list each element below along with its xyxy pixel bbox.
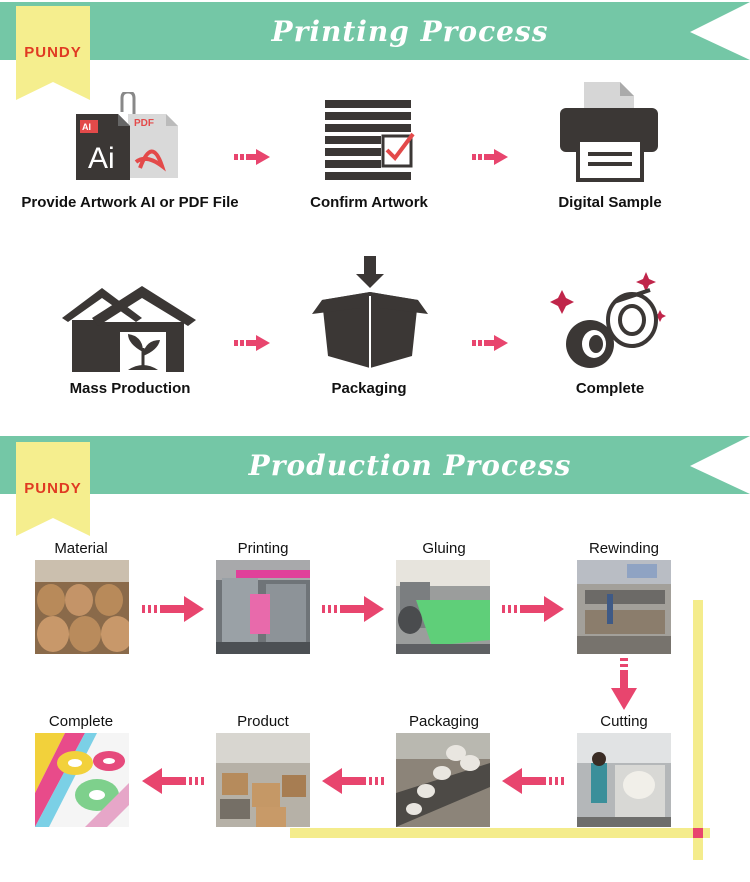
tape-rolls-icon: [550, 272, 670, 372]
right-arrow-icon: [472, 335, 510, 356]
down-arrow-icon: [611, 658, 637, 717]
printing-process-banner: Printing Process: [0, 2, 750, 62]
paper-rolls-photo: [35, 560, 129, 654]
prod-label-material: Material: [54, 540, 108, 557]
right-arrow-icon: [234, 335, 272, 356]
left-arrow-icon: [500, 768, 564, 799]
prod-label-product: Product: [237, 713, 289, 730]
right-arrow-icon: [142, 596, 206, 627]
step-label-confirm-artwork: Confirm Artwork: [310, 194, 428, 211]
box-icon: [312, 256, 428, 372]
yellow-track-horizontal: [290, 828, 710, 838]
ai-pdf-files-icon: PDF AI Ai: [70, 90, 180, 180]
banner-ribbon-shape: [0, 2, 750, 60]
production-process-title: Production Process: [248, 449, 572, 482]
pundy-logo: PUNDY: [24, 480, 82, 497]
step-label-digital-sample: Digital Sample: [558, 194, 662, 211]
right-arrow-icon: [322, 596, 386, 627]
pundy-logo-tag: PUNDY: [16, 442, 90, 536]
packaging-line-photo: [396, 733, 490, 827]
prod-label-packaging: Packaging: [408, 713, 480, 730]
prod-label-gluing: Gluing: [422, 540, 466, 557]
right-arrow-icon: [502, 596, 566, 627]
washi-tapes-photo: [35, 733, 129, 827]
step-label-mass-production: Mass Production: [69, 380, 191, 397]
ai-big-badge: Ai: [88, 142, 115, 175]
printing-machine-photo: [216, 560, 310, 654]
left-arrow-icon: [140, 768, 204, 799]
prod-label-rewinding: Rewinding: [588, 540, 660, 557]
cutting-machine-photo: [577, 733, 671, 827]
gluing-machine-photo: [396, 560, 490, 654]
production-process-banner: Production Process: [0, 436, 750, 496]
printer-icon: [560, 82, 660, 182]
banner-ribbon-shape: [0, 436, 750, 494]
pundy-logo: PUNDY: [24, 44, 82, 61]
checklist-icon: [325, 100, 415, 186]
step-label-complete: Complete: [575, 380, 645, 397]
left-arrow-icon: [320, 768, 384, 799]
pundy-logo-tag: PUNDY: [16, 6, 90, 100]
pdf-badge: PDF: [134, 118, 154, 129]
prod-label-printing: Printing: [237, 540, 289, 557]
product-boxes-photo: [216, 733, 310, 827]
right-arrow-icon: [234, 149, 272, 170]
factory-house-icon: [62, 284, 202, 374]
rewinding-machine-photo: [577, 560, 671, 654]
prod-label-complete: Complete: [48, 713, 114, 730]
printing-process-title: Printing Process: [271, 15, 549, 48]
ai-small-badge: AI: [82, 122, 91, 132]
track-junction-marker: [693, 828, 703, 838]
prod-label-cutting: Cutting: [600, 713, 648, 730]
step-label-packaging: Packaging: [331, 380, 407, 397]
yellow-track-vertical: [693, 600, 703, 860]
step-label-provide-artwork: Provide Artwork AI or PDF File: [21, 194, 239, 211]
right-arrow-icon: [472, 149, 510, 170]
